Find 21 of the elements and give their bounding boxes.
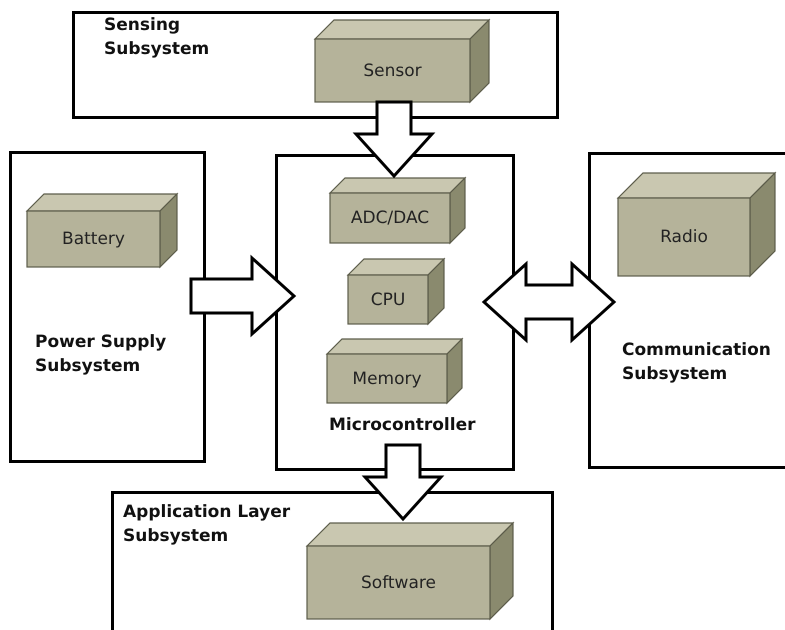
subsystem-panel [9, 151, 206, 463]
block-arrow [190, 254, 296, 338]
block-label: ADC/DAC [350, 208, 430, 228]
block-label: CPU [370, 290, 406, 310]
block-arrow [482, 260, 616, 344]
panel-title: Sensing Subsystem [104, 14, 210, 61]
block-label: Software [360, 572, 437, 592]
block-label: Radio [659, 227, 709, 247]
panel-title: Power Supply Subsystem [35, 331, 168, 378]
block-label: Memory [351, 368, 423, 388]
block-label: Sensor [362, 60, 423, 80]
block-label: Battery [61, 229, 126, 249]
subsystem-panel [111, 491, 554, 630]
panel-title: Microcontroller [329, 414, 477, 437]
panel-title: Application Layer Subsystem [123, 501, 292, 548]
subsystem-panel [72, 11, 559, 119]
subsystem-panel [275, 154, 515, 471]
subsystem-panel [588, 152, 785, 469]
block-arrow [352, 100, 436, 178]
panel-title: Communication Subsystem [622, 339, 772, 386]
block-arrow [362, 444, 444, 522]
